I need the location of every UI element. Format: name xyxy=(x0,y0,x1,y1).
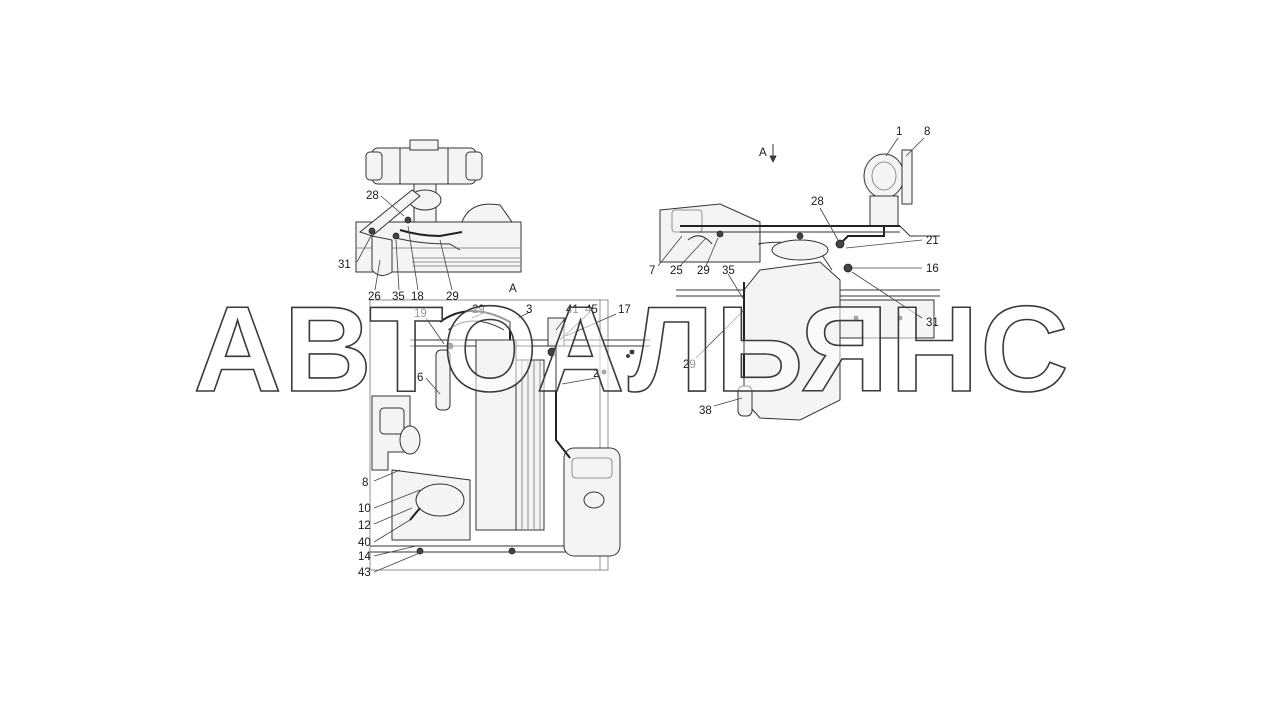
callouts-view-2: 29 3 41 45 17 19 2 6 8 10 12 40 14 43 xyxy=(358,304,631,579)
callout: 19 xyxy=(414,308,427,320)
callout: 31 xyxy=(338,259,351,271)
view-a-label: А xyxy=(509,283,517,295)
callout: 12 xyxy=(358,520,371,532)
callout: 35 xyxy=(392,291,405,303)
view-right xyxy=(659,149,940,421)
callout: 25 xyxy=(670,265,683,277)
tank-body xyxy=(371,147,477,185)
callouts-view-3: 1 8 28 21 16 7 25 29 35 31 29 38 xyxy=(649,126,939,417)
view-top-left xyxy=(355,139,522,276)
callout: 29 xyxy=(697,265,710,277)
callout: 3 xyxy=(526,304,532,316)
callout: 26 xyxy=(368,291,381,303)
callout: 8 xyxy=(362,477,368,489)
callout: 10 xyxy=(358,503,371,515)
callout: 38 xyxy=(699,405,712,417)
callout: 8 xyxy=(924,126,930,138)
callout: 14 xyxy=(358,551,371,563)
view-bottom-left xyxy=(369,299,650,571)
leader-lines xyxy=(356,137,925,573)
callouts-view-1: 28 31 26 35 18 29 xyxy=(338,190,459,303)
callout: 35 xyxy=(722,265,735,277)
callout: 29 xyxy=(446,291,459,303)
view-a-arrow xyxy=(769,144,777,163)
callout: 41 xyxy=(566,304,579,316)
callout: 16 xyxy=(926,263,939,275)
engine-front xyxy=(659,203,761,263)
watermark-text: АВТОАЛЬЯНС xyxy=(193,281,1070,417)
callout: 2 xyxy=(593,368,599,380)
radiator-core xyxy=(475,339,517,531)
callout: 1 xyxy=(896,126,902,138)
callout: 21 xyxy=(926,235,939,247)
callout: 45 xyxy=(585,304,598,316)
callout: 28 xyxy=(366,190,379,202)
view-a-arrow-label: А xyxy=(759,147,767,159)
callout: 40 xyxy=(358,537,371,549)
callout: 17 xyxy=(618,304,631,316)
callout: 29 xyxy=(683,359,696,371)
callout: 29 xyxy=(472,304,485,316)
callout: 6 xyxy=(417,372,423,384)
callout: 31 xyxy=(926,317,939,329)
callout: 18 xyxy=(411,291,424,303)
callout: 7 xyxy=(649,265,655,277)
callout: 28 xyxy=(811,196,824,208)
air-cleaner xyxy=(863,153,905,199)
callout: 43 xyxy=(358,567,371,579)
